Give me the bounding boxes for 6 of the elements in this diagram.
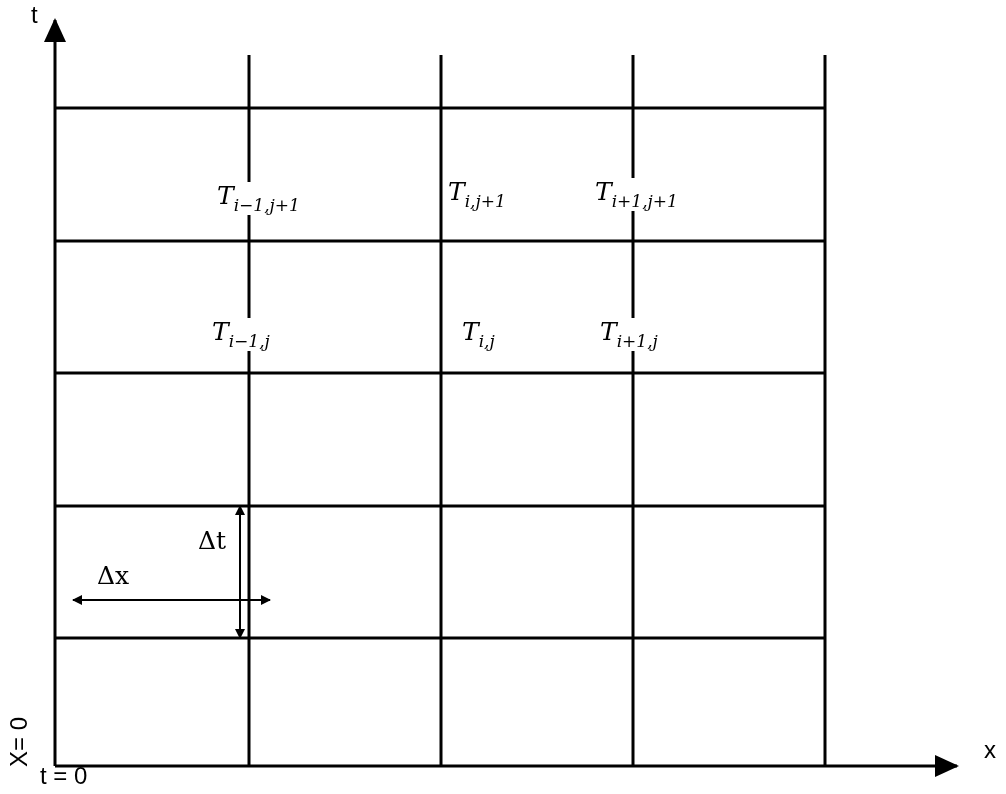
boundary-label: t = 0 bbox=[40, 764, 88, 788]
boundary-label: X= 0 bbox=[7, 717, 31, 767]
grid-point-label: T$_{i−1,j}$ bbox=[210, 318, 272, 351]
axis-label: t bbox=[31, 3, 38, 27]
axis-label: x bbox=[984, 738, 996, 762]
grid-point-label: T$_{i+1,j}$ bbox=[598, 318, 660, 351]
